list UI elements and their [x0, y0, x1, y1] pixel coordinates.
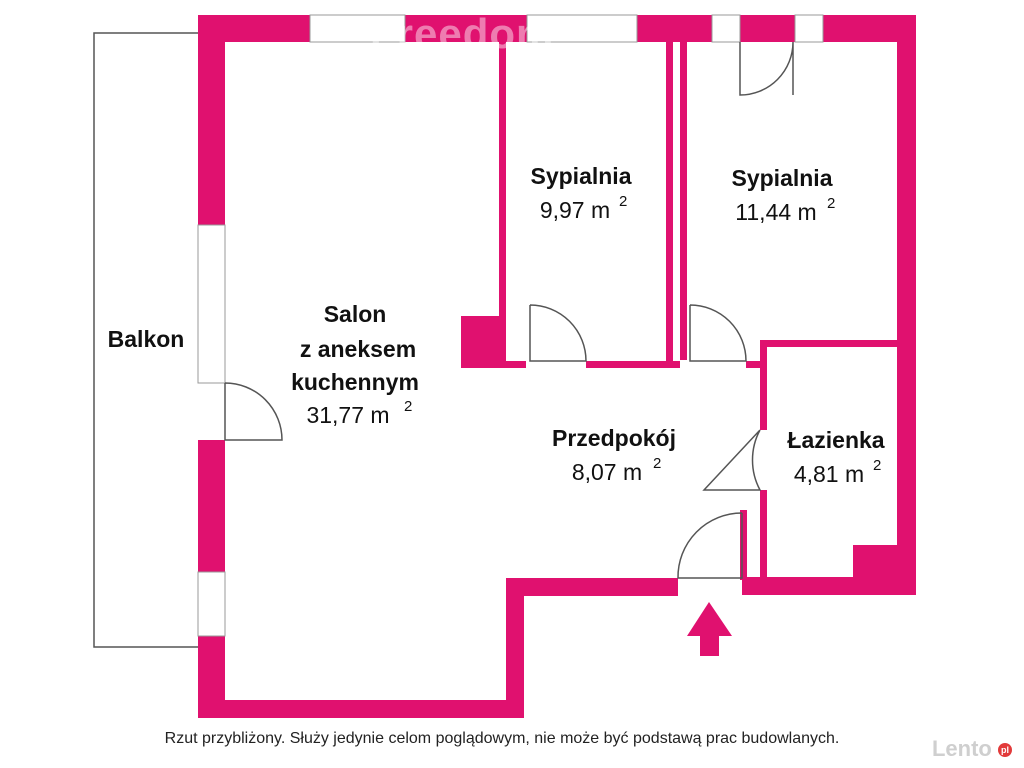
salon-name-line3: kuchennym	[291, 369, 419, 395]
sypialnia2-area-sup: 2	[827, 195, 835, 212]
walls	[198, 15, 916, 718]
przedpokoj-label-group: Przedpokój 8,07 m 2	[552, 425, 676, 485]
sypialnia1-label-group: Sypialnia 9,97 m 2	[531, 163, 632, 223]
lazienka-label-group: Łazienka 4,81 m 2	[787, 427, 884, 487]
site-watermark: Lento pl	[932, 736, 1012, 762]
salon-area: 31,77 m	[306, 402, 389, 428]
entrance-arrow-icon	[687, 602, 732, 656]
doors	[224, 41, 794, 579]
sypialnia2-area: 11,44 m	[735, 199, 816, 225]
disclaimer-text: Rzut przybliżony. Służy jedynie celom po…	[164, 730, 840, 747]
salon-area-sup: 2	[404, 398, 412, 415]
sypialnia1-area: 9,97 m	[540, 197, 610, 223]
site-badge: pl	[998, 743, 1012, 758]
site-watermark-text: Lento	[931, 736, 992, 761]
brand-watermark: Freedom	[370, 10, 555, 57]
sypialnia2-name: Sypialnia	[732, 165, 833, 191]
lazienka-area: 4,81 m	[794, 461, 864, 487]
przedpokoj-area-sup: 2	[653, 455, 661, 472]
sypialnia2-label-group: Sypialnia 11,44 m 2	[732, 165, 836, 225]
przedpokoj-area: 8,07 m	[572, 459, 642, 485]
balcony-outline	[93, 32, 207, 648]
salon-name-line1: Salon	[324, 301, 387, 327]
lazienka-name: Łazienka	[787, 427, 884, 453]
salon-name-line2: z aneksem	[300, 336, 416, 362]
balkon-label: Balkon	[108, 326, 185, 352]
windows	[197, 14, 824, 637]
sypialnia1-name: Sypialnia	[531, 163, 632, 189]
lazienka-area-sup: 2	[873, 457, 881, 474]
sypialnia1-area-sup: 2	[619, 193, 627, 210]
salon-label-group: Salon z aneksem kuchennym 31,77 m 2	[291, 301, 419, 428]
przedpokoj-name: Przedpokój	[552, 425, 676, 451]
